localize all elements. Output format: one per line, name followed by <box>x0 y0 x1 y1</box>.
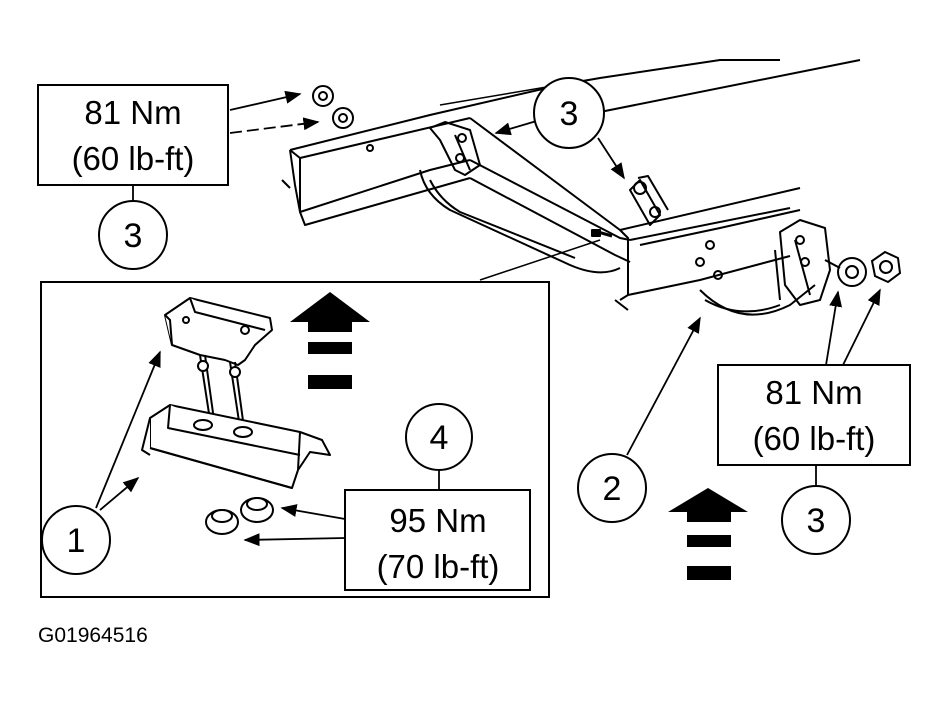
callout-3-top-left-label: 3 <box>124 217 143 255</box>
callout-3-top-center-label: 3 <box>560 95 579 133</box>
nut-top-left-1 <box>312 85 334 107</box>
callout-3-top-center: 3 <box>533 77 605 149</box>
callout-3-right-label: 3 <box>807 502 826 540</box>
mount-lower-bracket <box>141 404 331 489</box>
figure-id: G01964516 <box>38 624 148 647</box>
callout-4-label: 4 <box>430 419 449 457</box>
torque-label-top-left: 81 Nm (60 lb-ft) <box>37 84 229 186</box>
mount-upper-bracket <box>164 297 273 429</box>
mount-nut-1 <box>205 509 239 535</box>
torque-lbft-inset: (70 lb-ft) <box>377 548 500 585</box>
up-direction-arrow-inset <box>290 292 370 389</box>
torque-label-inset: 95 Nm (70 lb-ft) <box>344 489 531 591</box>
torque-lbft-right: (60 lb-ft) <box>753 420 876 457</box>
callout-4: 4 <box>405 403 473 471</box>
nut-right-1 <box>837 257 867 287</box>
torque-label-right: 81 Nm (60 lb-ft) <box>717 364 911 466</box>
mount-nut-2 <box>240 497 274 523</box>
callout-3-right: 3 <box>781 485 851 555</box>
callout-3-top-left: 3 <box>98 200 168 270</box>
up-direction-arrow-main <box>668 488 748 580</box>
nut-right-2 <box>870 250 902 284</box>
torque-nm-inset: 95 Nm <box>389 502 486 539</box>
callout-1-label: 1 <box>67 522 86 560</box>
callout-1: 1 <box>41 505 111 575</box>
torque-nm-top-left: 81 Nm <box>84 94 181 131</box>
leader-lines <box>95 90 881 547</box>
bolt-right <box>824 259 841 269</box>
inset-box <box>40 281 550 598</box>
torque-nm-right: 81 Nm <box>765 374 862 411</box>
callout-2-label: 2 <box>603 470 622 508</box>
nut-top-left-2 <box>332 107 354 129</box>
callout-2: 2 <box>577 453 647 523</box>
torque-lbft-top-left: (60 lb-ft) <box>72 140 195 177</box>
